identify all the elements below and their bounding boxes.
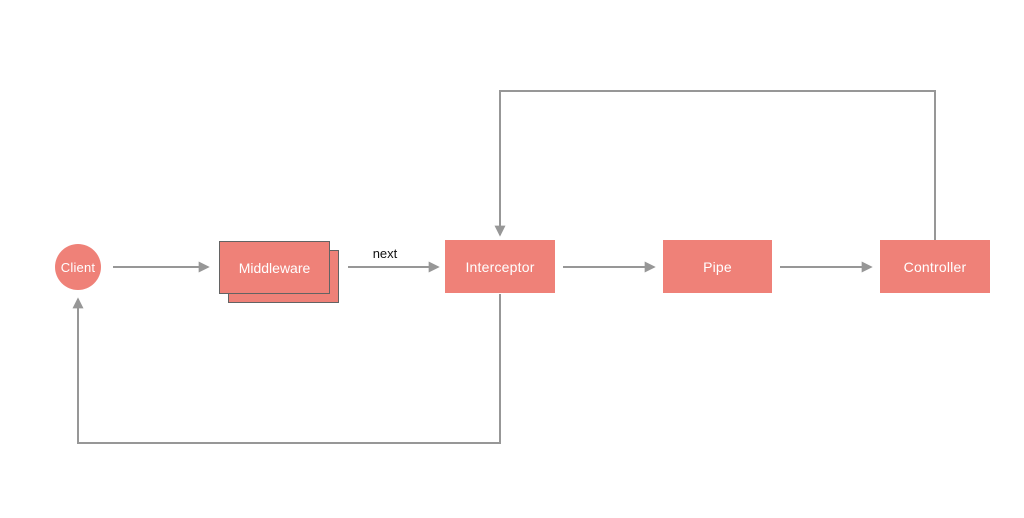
node-controller: Controller (880, 240, 990, 293)
node-interceptor: Interceptor (445, 240, 555, 293)
node-pipe: Pipe (663, 240, 772, 293)
middleware-front-card: Middleware (219, 241, 330, 294)
edge-interceptor-to-client (72, 294, 501, 444)
node-interceptor-label: Interceptor (465, 258, 535, 275)
edge-label-next: next (372, 246, 398, 261)
node-middleware: Middleware (219, 241, 340, 304)
node-pipe-label: Pipe (703, 258, 732, 275)
edge-controller-to-interceptor (494, 90, 936, 240)
node-controller-label: Controller (903, 258, 967, 275)
node-middleware-label: Middleware (238, 259, 311, 276)
node-client: Client (55, 244, 101, 290)
node-client-label: Client (60, 259, 96, 275)
